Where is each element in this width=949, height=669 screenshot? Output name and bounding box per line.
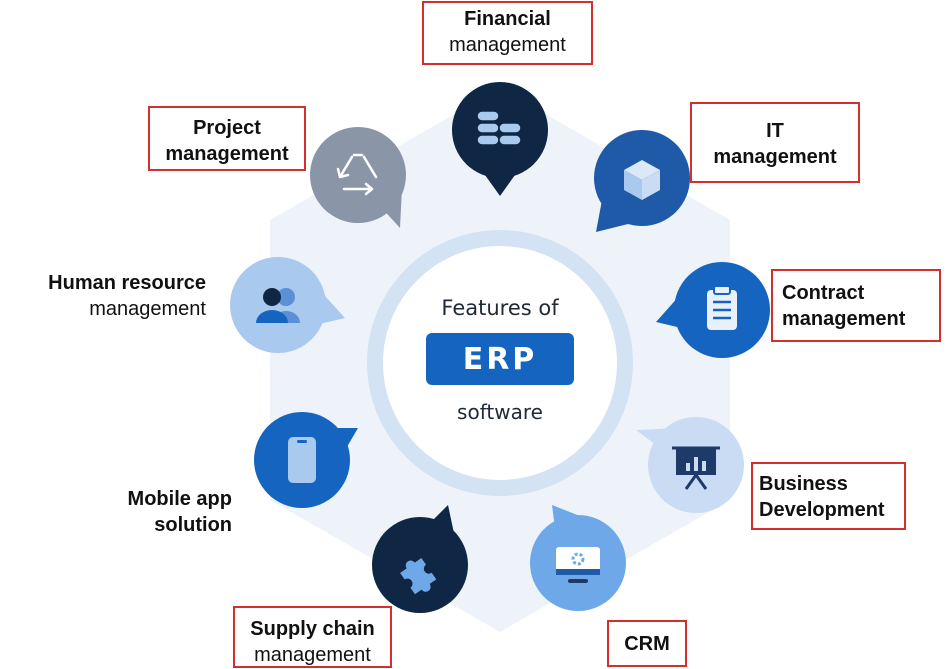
label-line2: management (449, 34, 566, 56)
mobile-bubble (254, 412, 358, 508)
it-bubble (594, 130, 690, 232)
label-line2: solution (154, 514, 232, 536)
label-contract-management: Contract management (771, 269, 941, 342)
hr-bubble (230, 257, 345, 353)
label-line1: Contract (782, 282, 865, 304)
label-supply-chain-management: Supply chain management (233, 606, 392, 668)
coins-stack-icon (476, 110, 522, 146)
puzzle-piece-icon (400, 558, 437, 595)
people-icon (256, 288, 300, 323)
recycle-arrows-icon (336, 153, 378, 196)
contract-bubble (656, 262, 770, 358)
presentation-board-icon (672, 446, 720, 490)
label-line1: Business (759, 473, 848, 495)
label-human-resource-management: Human resource management (10, 268, 206, 328)
label-mobile-app-solution: Mobile app solution (60, 484, 232, 544)
label-business-development: Business Development (751, 462, 906, 530)
label-line1: Project (193, 117, 261, 139)
label-line2: management (165, 143, 289, 165)
project-bubble (310, 127, 406, 228)
monitor-gear-icon (556, 547, 600, 583)
label-crm: CRM (607, 620, 687, 667)
label-financial-management: Financial management (422, 1, 593, 65)
smartphone-icon (288, 437, 316, 483)
bubble-circle (310, 127, 406, 223)
label-line2: management (782, 308, 906, 330)
label-line1: Financial (464, 8, 551, 30)
label-it-management: IT management (690, 102, 860, 183)
supply-bubble (372, 505, 468, 613)
cube-box-icon (624, 160, 660, 200)
clipboard-icon (707, 285, 737, 330)
label-line1: IT (766, 120, 784, 142)
crm-bubble (530, 505, 626, 611)
label-line2: Development (759, 499, 885, 521)
label-line1: Mobile app (127, 488, 232, 510)
center-title-bottom: software (457, 400, 543, 424)
label-line2: management (254, 644, 371, 666)
label-line1: CRM (624, 633, 670, 655)
label-line1: Human resource (48, 272, 206, 294)
business-bubble (636, 417, 744, 513)
center-title-top: Features of (441, 296, 559, 320)
bubble-circle (230, 257, 326, 353)
label-line2: management (89, 298, 206, 320)
label-project-management: Project management (148, 106, 306, 171)
bubble-tail (596, 200, 628, 232)
label-line2: management (713, 146, 837, 168)
erp-badge: ERP (426, 333, 574, 385)
label-line1: Supply chain (250, 618, 375, 640)
financial-bubble (452, 82, 548, 196)
